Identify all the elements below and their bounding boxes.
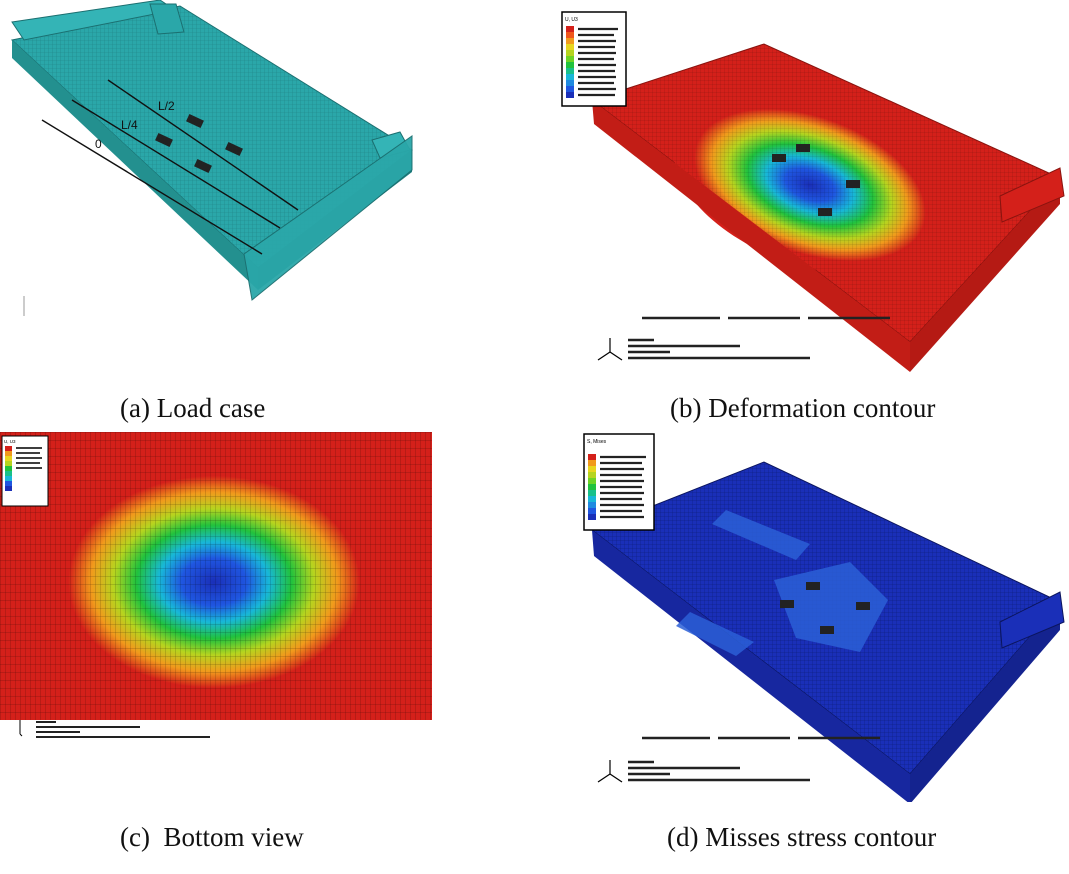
panel-stress-contour: S, Mises [560, 432, 1069, 802]
deformation-model: U, U3 [561, 11, 1065, 372]
axis-triad-icon-d [597, 760, 623, 783]
caption-a: (a) Load case [120, 393, 266, 423]
panel-deformation-contour: U, U3 [560, 0, 1069, 380]
label-l2: L/2 [158, 99, 175, 113]
legend-title-d: S, Mises [587, 439, 607, 445]
label-0: 0 [95, 137, 102, 151]
axis-triad-icon-c [19, 720, 23, 737]
caption-d: (d) Misses stress contour [667, 822, 937, 852]
axis-triad-icon [597, 338, 623, 361]
line-l2 [107, 79, 299, 211]
line-l4 [71, 99, 281, 229]
line-0 [41, 119, 263, 255]
panel-load-case: L/2 L/4 0 [0, 0, 420, 340]
bottom-view-model: U, U3 [0, 432, 432, 738]
caption-b: (b) Deformation contour [670, 393, 936, 423]
label-l4: L/4 [121, 118, 138, 132]
caption-c: (c) Bottom view [120, 822, 304, 852]
stress-model: S, Mises [583, 433, 1065, 802]
legend-title-c: U, U3 [4, 439, 16, 444]
panel-bottom-view: U, U3 [0, 432, 432, 762]
load-case-model: L/2 L/4 0 [10, 0, 413, 316]
legend-title: U, U3 [565, 17, 578, 23]
